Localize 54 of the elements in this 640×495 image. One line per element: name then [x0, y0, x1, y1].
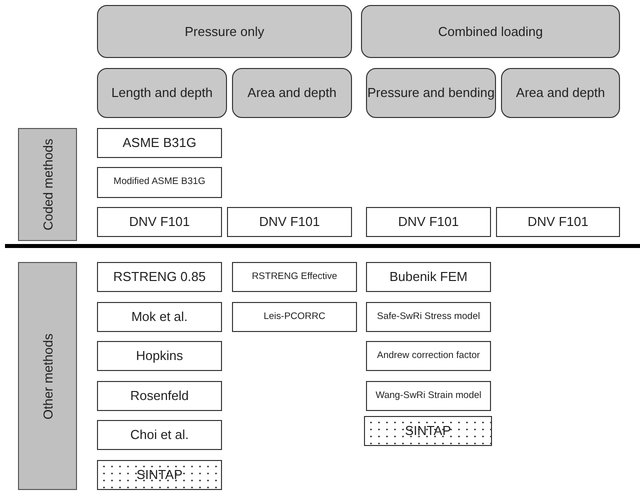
method-box	[97, 207, 222, 237]
method-label: SINTAP	[136, 468, 182, 482]
method-label: DNV F101	[398, 214, 459, 230]
category-label: Area and depth	[516, 85, 605, 101]
method-label: DNV F101	[129, 214, 190, 230]
method-box	[496, 207, 620, 237]
band-label: Coded methods	[40, 138, 55, 230]
method-label: Leis-PCORRC	[264, 312, 326, 322]
dotted-method-box	[364, 416, 492, 446]
method-box	[366, 302, 491, 332]
method-label: Mok et al.	[131, 310, 188, 324]
method-label: DNV F101	[528, 214, 588, 230]
method-label: RSTRENG 0.85	[113, 270, 206, 284]
method-box	[97, 128, 222, 158]
category-label: Length and depth	[111, 85, 213, 101]
method-label: RSTRENG Effective	[252, 272, 338, 282]
method-box	[366, 262, 491, 292]
method-label: Wang-SwRi Strain model	[376, 390, 482, 402]
category-box	[232, 68, 352, 118]
category-label: Combined loading	[438, 24, 543, 40]
method-box	[366, 381, 491, 411]
category-label: Pressure and bending	[367, 85, 495, 101]
method-box	[97, 167, 222, 198]
category-label: Area and depth	[248, 85, 336, 101]
method-label: Andrew correction factor	[377, 350, 480, 362]
method-label: Choi et al.	[130, 428, 189, 442]
category-box	[501, 68, 620, 118]
method-box	[227, 207, 352, 237]
category-box	[97, 68, 227, 118]
category-box	[97, 5, 352, 58]
method-box	[97, 302, 222, 332]
method-label: SINTAP	[405, 424, 451, 438]
category-box	[361, 5, 620, 58]
method-label: ASME B31G	[122, 136, 196, 150]
band-label: Other methods	[40, 333, 55, 419]
method-box	[97, 420, 222, 450]
method-label: DNV F101	[259, 214, 320, 230]
dotted-method-box	[97, 460, 222, 490]
method-box	[232, 302, 357, 332]
method-box	[97, 381, 222, 411]
category-label: Pressure only	[184, 24, 264, 40]
category-band	[18, 128, 77, 241]
category-box	[366, 68, 496, 118]
method-box	[97, 262, 222, 292]
method-label: Safe-SwRi Stress model	[377, 312, 480, 322]
method-label: Bubenik FEM	[389, 270, 468, 284]
method-box	[366, 341, 491, 371]
method-box	[232, 262, 357, 292]
method-box	[366, 207, 491, 237]
category-band	[18, 262, 77, 490]
method-box	[97, 341, 222, 371]
method-label: Rosenfeld	[130, 388, 189, 404]
method-label: Modified ASME B31G	[114, 177, 206, 188]
method-label: Hopkins	[136, 348, 183, 364]
